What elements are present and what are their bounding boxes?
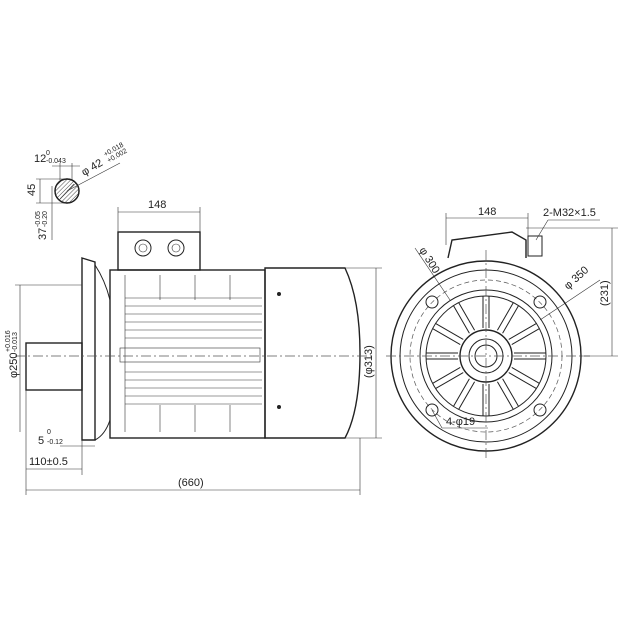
overall-height-label: (φ313) <box>363 345 375 378</box>
key-depth-tol-lower: -0.20 <box>42 211 49 227</box>
fan-cover <box>264 267 361 439</box>
shaft-cross-section: 12 0 -0.043 45 φ 42 +0.018 +0.002 37 -0.… <box>26 142 129 240</box>
pcd-label: φ 300 <box>416 245 441 276</box>
rib-line <box>435 322 464 340</box>
rib-line <box>452 378 470 407</box>
rib-line <box>432 366 461 384</box>
flange-diameter-label: φ 350 <box>562 264 591 292</box>
spigot-depth-tol-upper: 0 <box>47 429 51 436</box>
side-terminal-box-width: 148 <box>148 199 166 211</box>
mounting-holes-label: 4-φ19 <box>446 416 475 428</box>
spigot-depth-tol-lower: -0.12 <box>47 439 63 446</box>
cable-gland-label: 2-M32×1.5 <box>543 207 596 219</box>
rib-line <box>458 381 476 410</box>
front-terminal-box <box>447 231 527 259</box>
rib-line <box>496 302 514 331</box>
rib-line <box>452 305 470 334</box>
spigot-tol-lower: -0.013 <box>12 332 19 352</box>
mounting-hole <box>533 403 547 417</box>
side-view: 148 φ250 +0.016 -0.013 5 0 -0.12 110±0.5… <box>5 199 382 495</box>
rib-line <box>502 305 520 334</box>
shaft-length-label: 110±0.5 <box>29 456 68 468</box>
key-depth-tol-upper: -0.05 <box>35 211 42 227</box>
front-terminal-box-width: 148 <box>478 206 496 218</box>
rib-line <box>502 378 520 407</box>
rib-line <box>496 381 514 410</box>
key-width-tol-lower: -0.043 <box>46 158 66 165</box>
rib-line <box>508 322 537 340</box>
key-width-tol-upper: 0 <box>46 150 50 157</box>
mounting-hole <box>425 403 439 417</box>
key-width-label: 12 <box>34 153 46 165</box>
mounting-hole <box>425 295 439 309</box>
terminal-box <box>117 231 201 271</box>
cable-gland <box>527 235 543 257</box>
height-45-label: 45 <box>26 184 38 196</box>
height-to-top-label: (231) <box>599 280 611 306</box>
rib-line <box>508 372 537 390</box>
rib-line <box>511 328 540 346</box>
mounting-hole <box>533 295 547 309</box>
rib-line <box>432 328 461 346</box>
overall-length-label: (660) <box>178 477 204 489</box>
spigot-tol-upper: +0.016 <box>5 330 12 352</box>
motor-frame <box>109 269 266 439</box>
rib-line <box>458 302 476 331</box>
spigot-diameter-label: φ250 <box>8 353 20 379</box>
spigot-depth-label: 5 <box>38 435 44 447</box>
rib-line <box>511 366 540 384</box>
key-depth-label: 37 <box>37 228 49 240</box>
rib-line <box>435 372 464 390</box>
shaft-diameter-label: φ 42 <box>80 157 105 179</box>
front-view: 148 2-M32×1.5 φ 300 φ 350 (231) 4-φ19 <box>386 206 618 460</box>
shaft <box>25 342 83 391</box>
flange <box>81 257 96 441</box>
